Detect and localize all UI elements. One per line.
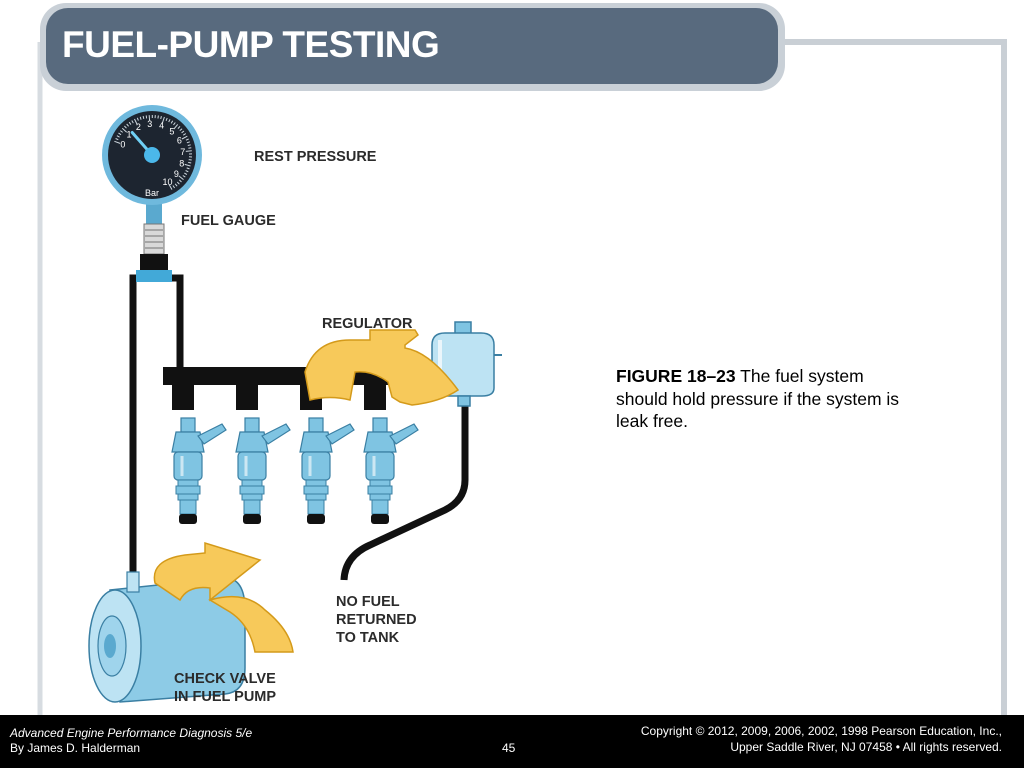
- gauge-tick: [181, 135, 188, 140]
- gauge-tick: [179, 128, 183, 131]
- gauge-tick: [187, 144, 191, 146]
- gauge-line: [129, 274, 184, 370]
- gauge-tick: [177, 126, 181, 129]
- gauge-tick: [185, 150, 192, 152]
- fuel-injector: [235, 417, 291, 524]
- gauge-tick: [173, 124, 179, 130]
- gauge-tick: [176, 181, 180, 185]
- gauge-tick: [116, 135, 120, 138]
- figure-caption-text: The fuel system should hold pressure if …: [616, 366, 900, 431]
- gauge-tick: [181, 130, 185, 134]
- gauge-scale-label: 3: [147, 119, 152, 129]
- gauge-tick: [188, 147, 192, 149]
- gauge-ticks: [114, 115, 193, 190]
- gauge-tick: [185, 170, 189, 173]
- gauge-tick: [185, 138, 189, 141]
- fuel-pump: [88, 560, 246, 703]
- figure-caption: FIGURE 18–23 The fuel system should hold…: [616, 365, 916, 433]
- page-number: 45: [502, 741, 516, 755]
- footer-copyright-line2: Upper Saddle River, NJ 07458 • All right…: [730, 740, 1002, 754]
- gauge-scale-label: 1: [126, 129, 131, 139]
- gauge-scale-label: 2: [136, 122, 141, 132]
- footer-book-title: Advanced Engine Performance Diagnosis 5/…: [10, 726, 253, 740]
- gauge-scale-label: 5: [169, 126, 174, 136]
- regulator-arrow: [304, 329, 460, 406]
- gauge-tick: [120, 130, 123, 133]
- fuel-injector: [299, 417, 355, 524]
- check-valve-label-1: CHECK VALVE: [174, 671, 276, 687]
- gauge-tick: [142, 115, 145, 120]
- no-fuel-label-1: NO FUEL: [336, 594, 400, 610]
- no-fuel-label-2: RETURNED: [336, 612, 417, 628]
- gauge-tick: [128, 121, 132, 125]
- gauge-tick: [136, 117, 139, 121]
- gauge-scale-label: 4: [159, 121, 164, 131]
- footer-bar: Advanced Engine Performance Diagnosis 5/…: [0, 715, 1024, 768]
- title-bar: [46, 8, 778, 84]
- gauge-tick: [139, 116, 142, 120]
- injectors: [171, 417, 419, 524]
- check-valve-label-2: IN FUEL PUMP: [174, 689, 276, 705]
- gauge-tick: [173, 122, 176, 126]
- gauge-tick: [184, 172, 188, 175]
- gauge-tick: [178, 175, 184, 180]
- gauge-unit: Bar: [145, 188, 159, 198]
- gauge-tick: [188, 161, 192, 164]
- gauge-tick: [186, 141, 190, 144]
- gauge-tick: [182, 175, 186, 178]
- gauge-tick: [124, 125, 127, 129]
- gauge-scale-label: 9: [174, 169, 179, 179]
- no-fuel-label-3: TO TANK: [336, 630, 400, 646]
- gauge-tick: [115, 138, 119, 141]
- fuel-gauge-label: FUEL GAUGE: [181, 213, 276, 229]
- gauge-tick: [186, 167, 190, 170]
- gauge-tick: [160, 115, 162, 120]
- gauge-tick: [162, 116, 165, 123]
- fuel-injector: [363, 417, 419, 524]
- footer-author: By James D. Halderman: [10, 741, 141, 755]
- gauge-tick: [174, 183, 178, 187]
- gauge-tick: [126, 123, 129, 127]
- gauge-tick: [118, 132, 122, 136]
- return-line: [340, 405, 469, 581]
- gauge-tick: [184, 163, 191, 167]
- rest-pressure-label: REST PRESSURE: [254, 149, 377, 165]
- footer-copyright-line1: Copyright © 2012, 2009, 2006, 2002, 1998…: [640, 724, 1002, 738]
- gauge-tick: [121, 127, 128, 133]
- gauge-scale-label: 7: [180, 147, 185, 157]
- gauge-tick: [182, 133, 187, 136]
- gauge-scale-label: 6: [177, 135, 182, 145]
- gauge-tick: [168, 184, 173, 190]
- gauge-tick: [131, 120, 134, 124]
- gauge-scale-label: 10: [162, 177, 172, 187]
- gauge-stem: [136, 202, 172, 282]
- gauge-tick: [157, 115, 159, 119]
- gauge-tick: [134, 118, 138, 125]
- gauge-tick: [165, 117, 168, 121]
- slide-title: FUEL-PUMP TESTING: [62, 24, 440, 65]
- check-valve-arrow: [153, 541, 294, 653]
- gauge-tick: [168, 119, 171, 123]
- gauge-scale-label: 8: [179, 159, 184, 169]
- gauge-tick: [170, 120, 174, 124]
- gauge-tick: [114, 140, 121, 144]
- gauge-tick: [172, 185, 176, 189]
- gauge-tick: [178, 179, 182, 183]
- gauge-scale-label: 0: [120, 139, 125, 149]
- regulator-label: REGULATOR: [322, 316, 413, 332]
- figure-number: FIGURE 18–23: [616, 366, 736, 386]
- fuel-injector: [171, 417, 227, 524]
